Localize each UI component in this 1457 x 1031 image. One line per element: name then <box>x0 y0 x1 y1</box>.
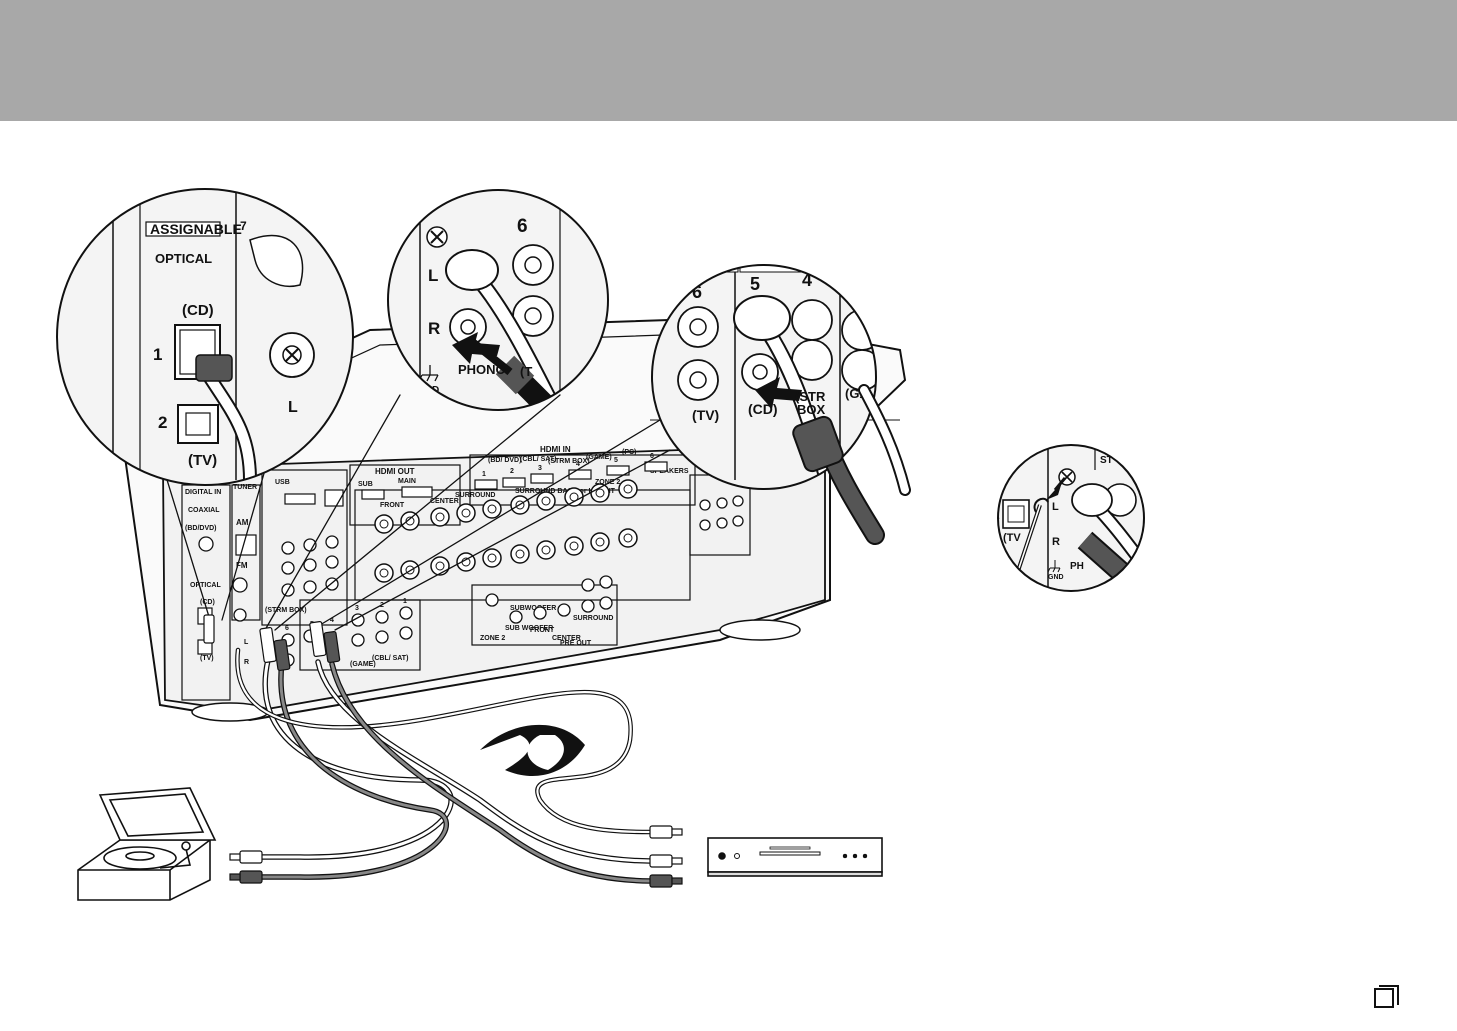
analog-num-2: 2 <box>380 602 384 609</box>
label-tuner: TUNER <box>233 484 257 491</box>
speaker-terminals <box>374 479 638 583</box>
optical-port-2: 2 <box>158 413 167 432</box>
label-main: MAIN <box>398 478 416 485</box>
label-game: (GAME) <box>350 661 376 668</box>
cd-num-4: 4 <box>802 270 812 290</box>
label-tv-small: (TV) <box>200 655 214 662</box>
label-front-pre: FRONT <box>530 627 555 634</box>
gnd-ch-l: L <box>1052 501 1059 513</box>
gnd-ph: PH <box>1070 561 1084 572</box>
turntable-icon <box>77 787 217 901</box>
cd-player-icon <box>707 837 883 877</box>
label-hdmi-out: HDMI OUT <box>375 467 415 476</box>
rca-plugs-device-side <box>229 825 683 888</box>
gnd-label: GND <box>1048 574 1064 581</box>
header-bar <box>0 0 1457 121</box>
rca-plugs-receiver-side <box>203 614 341 672</box>
label-hdmi-in: HDMI IN <box>540 445 571 454</box>
hdmi-label-strm-box: (STRM BOX) <box>548 458 590 465</box>
analog-num-3: 3 <box>355 605 359 612</box>
cd-dark-plug <box>792 384 911 545</box>
hdmi-port-2: 2 <box>510 468 514 475</box>
phono-ch-l: L <box>428 266 438 285</box>
label-sub-pre: SUB WOOFER <box>505 625 553 632</box>
label-surround-back: SURROUND BACK or HEIGHT <box>515 488 616 495</box>
optical-cd: (CD) <box>182 302 214 319</box>
analog-num-6: 6 <box>285 625 289 632</box>
label-center: CENTER <box>430 498 459 505</box>
cd-box: BOX <box>797 402 826 417</box>
cd-tv: (TV) <box>692 407 719 423</box>
optical-partial-7: 7 <box>240 219 247 233</box>
analog-num-4: 4 <box>330 617 334 624</box>
label-sub: SUB <box>358 481 373 488</box>
optical-tv: (TV) <box>188 452 217 469</box>
cables <box>163 394 671 884</box>
label-zone2: ZONE 2 <box>595 479 620 486</box>
label-bd-dvd: (BD/DVD) <box>185 525 217 532</box>
label-fm: FM <box>236 561 248 570</box>
label-cbl-sat: (CBL/ SAT) <box>372 655 408 662</box>
hdmi-port-4: 4 <box>576 461 580 468</box>
label-zone2-lower: ZONE 2 <box>480 635 505 642</box>
label-subwoofer: SUBWOOFER <box>510 605 556 612</box>
label-speakers: SPEAKERS <box>650 468 689 475</box>
phono-label: PHONO <box>458 362 506 377</box>
label-digital-in: DIGITAL IN <box>185 489 221 496</box>
hdmi-label-bd-dvd: (BD/ DVD) <box>488 457 521 464</box>
optical-assignable: ASSIGNABLE <box>150 221 242 237</box>
cd-strm: (STR <box>795 389 826 404</box>
gnd-ch-r: R <box>1052 536 1060 548</box>
phono-number-6: 6 <box>517 216 528 237</box>
phono-ch-r: R <box>428 319 440 338</box>
label-am: AM <box>236 518 249 527</box>
cd-num-6: 6 <box>692 282 702 302</box>
analog-num-1: 1 <box>403 598 407 605</box>
label-surround: SURROUND <box>455 492 495 499</box>
page-corner-icon[interactable] <box>1374 985 1399 1008</box>
gnd-st: ST <box>1100 455 1113 466</box>
label-usb: USB <box>275 479 290 486</box>
hdmi-port-1: 1 <box>482 471 486 478</box>
callout-optical: ASSIGNABLE OPTICAL (CD) 1 2 (TV) L 7 <box>56 188 354 486</box>
phono-partial-tv: (T <box>520 364 532 379</box>
label-optical-small: OPTICAL <box>190 582 221 589</box>
hdmi-label-pc: (PC) <box>622 449 636 456</box>
rear-ch-l: L <box>244 639 249 646</box>
optical-label: OPTICAL <box>155 251 212 266</box>
optical-port-1: 1 <box>153 345 162 364</box>
hdmi-port-5: 5 <box>614 457 618 464</box>
label-strm-box: (STRM BOX) <box>265 607 307 614</box>
optical-partial-l: L <box>288 399 298 416</box>
hdmi-port-3: 3 <box>538 465 542 472</box>
callout-phono: L R 6 GND PHONO (T <box>387 189 609 411</box>
callout-gnd: 2 (TV L R GND PH ST <box>997 444 1145 592</box>
label-center-pre: CENTER <box>552 635 581 642</box>
label-surround-pre: SURROUND <box>573 615 613 622</box>
cd-num-5: 5 <box>750 274 760 294</box>
rear-ch-r: R <box>244 659 249 666</box>
hdmi-label-cbl-sat: (CBL/ SAT) <box>520 456 556 463</box>
cd-cd: (CD) <box>748 401 778 417</box>
label-cd-small: (CD) <box>200 599 215 606</box>
label-coaxial: COAXIAL <box>188 507 220 514</box>
hdmi-port-6: 6 <box>650 453 654 460</box>
hdmi-in-ports: 1 2 3 4 5 6 (BD/ DVD) (CBL/ SAT) (STRM B… <box>474 449 668 490</box>
cable-twist-mark <box>480 724 585 776</box>
gnd-tv: (TV <box>1003 532 1021 544</box>
label-pre-out: PRE OUT <box>560 640 592 647</box>
label-front: FRONT <box>380 502 405 509</box>
